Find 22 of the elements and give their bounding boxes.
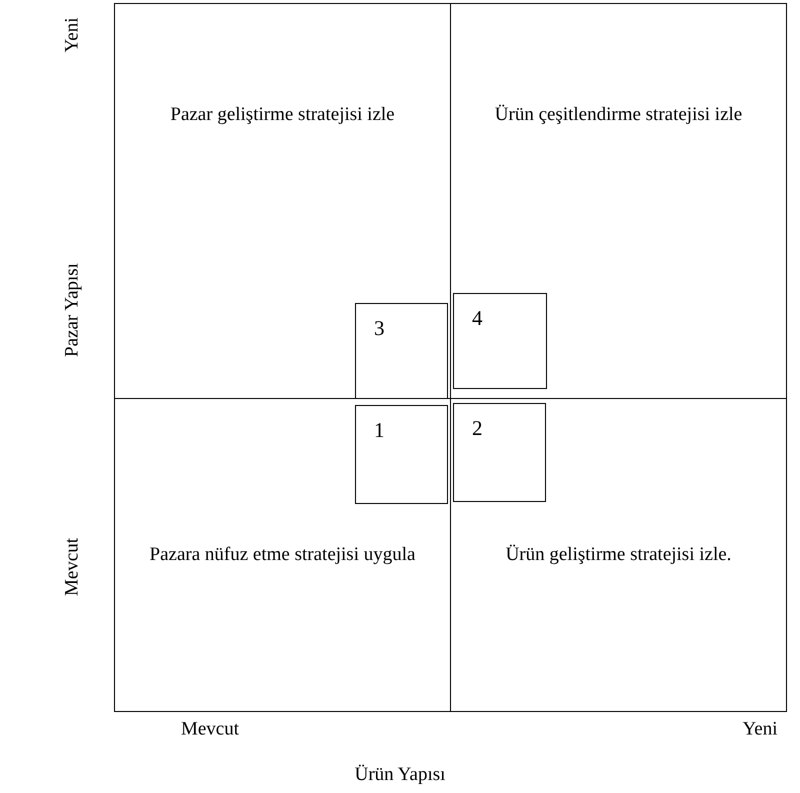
box-number: 3	[374, 318, 384, 339]
box-number: 2	[472, 418, 482, 439]
numbered-box	[453, 293, 547, 389]
box-number: 1	[374, 420, 384, 441]
strategy-text: Ürün çeşitlendirme stratejisi izle	[494, 103, 744, 127]
strategy-text: Pazara nüfuz etme stratejisi uygula	[148, 543, 416, 567]
axis-title: Ürün Yapısı	[354, 764, 446, 786]
numbered-box	[453, 403, 546, 502]
quadrant-cell	[114, 398, 451, 712]
axis-label: Yeni	[62, 17, 82, 53]
axis-label: Pazar Yapısı	[62, 263, 82, 357]
axis-label: Mevcut	[180, 720, 240, 738]
axis-label: Yeni	[742, 720, 778, 738]
quadrant-cell	[450, 398, 787, 712]
numbered-box	[355, 405, 448, 504]
strategy-text: Pazar geliştirme stratejisi izle	[169, 103, 396, 127]
axis-label: Mevcut	[62, 538, 82, 596]
strategy-text: Ürün geliştirme stratejisi izle.	[504, 543, 732, 567]
box-number: 4	[472, 308, 482, 329]
quadrant-cell	[450, 3, 787, 400]
numbered-box	[355, 303, 448, 399]
quadrant-cell	[114, 3, 451, 400]
